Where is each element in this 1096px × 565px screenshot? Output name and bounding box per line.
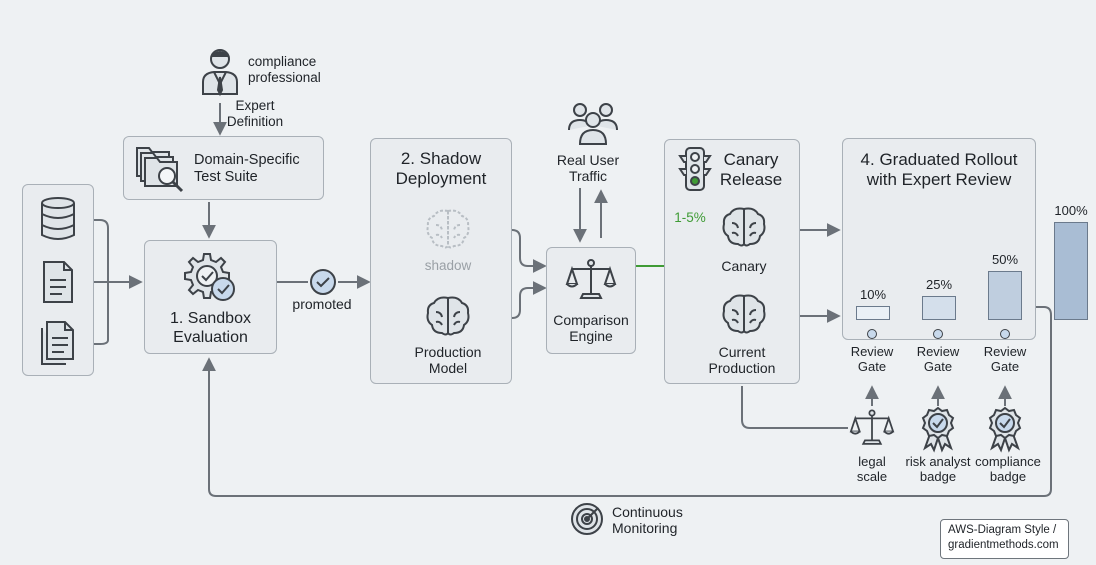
scale-icon bbox=[565, 259, 617, 299]
canary-split-label: 1-5% bbox=[674, 210, 706, 225]
rollout-bar bbox=[922, 295, 956, 320]
documents-icon bbox=[41, 321, 74, 365]
review-gate-dot bbox=[1000, 329, 1010, 339]
rollout-percent-label: 50% bbox=[991, 252, 1019, 267]
badge-icon bbox=[988, 406, 1022, 453]
arrow-monitoring-loop bbox=[202, 306, 1052, 497]
canary-model-label: Canary bbox=[721, 258, 767, 274]
rollout-percent-label: 25% bbox=[925, 276, 953, 292]
shadow-deployment-label: 2. Shadow Deployment bbox=[395, 149, 487, 188]
arrow-sources-to-sandbox bbox=[88, 219, 140, 345]
footer-line-1: AWS-Diagram Style / bbox=[948, 524, 1057, 536]
reviewer-legal-label: legal scale bbox=[856, 454, 888, 484]
gear-check-icon bbox=[184, 253, 235, 301]
folder-search-icon bbox=[136, 147, 184, 193]
brain-icon bbox=[426, 296, 470, 336]
review-gate-label: Review Gate bbox=[916, 344, 960, 374]
review-gate-label: Review Gate bbox=[850, 344, 894, 374]
rollout-bar bbox=[1054, 222, 1088, 320]
database-icon bbox=[41, 197, 75, 240]
rollout-bar bbox=[988, 271, 1022, 320]
comparison-engine-label: Comparison Engine bbox=[553, 312, 629, 344]
brain-icon bbox=[722, 207, 766, 247]
real-user-traffic-label: Real User Traffic bbox=[556, 152, 620, 184]
reviewer-risk-label: risk analyst badge bbox=[905, 454, 971, 484]
brain-icon bbox=[722, 294, 766, 334]
footer-line-2: gradientmethods.com bbox=[948, 539, 1059, 551]
compliance-professional-label: compliance professional bbox=[248, 54, 321, 85]
rollout-percent-label: 100% bbox=[1054, 203, 1088, 218]
shadow-deployment-box[interactable] bbox=[370, 138, 512, 384]
arrow-shadow-to-compare bbox=[470, 229, 547, 273]
arrow-current-to-legal bbox=[741, 386, 848, 429]
check-circle-icon bbox=[310, 269, 336, 295]
footer-credit: AWS-Diagram Style / gradientmethods.com bbox=[940, 519, 1069, 559]
scale-icon bbox=[849, 409, 895, 445]
document-icon bbox=[43, 261, 73, 303]
users-icon bbox=[568, 103, 618, 145]
review-gate-label: Review Gate bbox=[983, 344, 1027, 374]
person-icon bbox=[202, 49, 238, 97]
rollout-bar bbox=[856, 306, 890, 320]
review-gate-dot bbox=[867, 329, 877, 339]
promoted-label: promoted bbox=[292, 296, 352, 312]
expert-definition-label: Expert Definition bbox=[226, 98, 284, 129]
rollout-percent-label: 10% bbox=[859, 287, 887, 302]
reviewer-compliance-label: compliance badge bbox=[975, 454, 1041, 484]
continuous-monitoring-label: Continuous Monitoring bbox=[612, 504, 683, 536]
canary-release-label: Canary Release bbox=[719, 150, 783, 189]
badge-icon bbox=[921, 406, 955, 453]
brain-icon bbox=[426, 209, 470, 249]
review-gate-dot bbox=[933, 329, 943, 339]
sandbox-evaluation-label: 1. Sandbox Evaluation bbox=[170, 310, 251, 346]
test-suite-label: Domain-Specific Test Suite bbox=[194, 152, 300, 185]
traffic-light-icon bbox=[678, 147, 712, 191]
shadow-model-label: shadow bbox=[424, 258, 472, 273]
arrow-production-to-compare bbox=[470, 281, 547, 319]
radar-icon bbox=[571, 503, 603, 535]
graduated-rollout-label: 4. Graduated Rollout with Expert Review bbox=[860, 150, 1018, 189]
production-model-label: Production Model bbox=[414, 344, 482, 376]
current-production-label: Current Production bbox=[708, 344, 776, 376]
